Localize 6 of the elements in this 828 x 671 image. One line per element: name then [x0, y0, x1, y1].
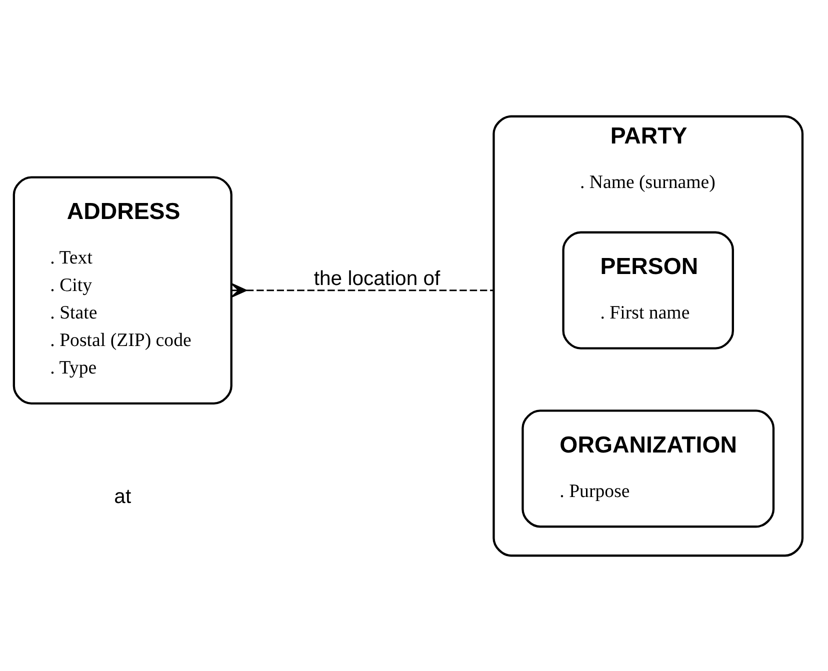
node-box: ADDRESS . Text . City . State . Postal (ZIP) code . Type [12, 176, 232, 404]
edge-label: the location of [314, 267, 440, 290]
node-box: PERSON . First name [562, 230, 734, 349]
label: at [114, 485, 132, 508]
connector [231, 282, 494, 298]
node-box: ORGANIZATION . Purpose [522, 409, 775, 528]
